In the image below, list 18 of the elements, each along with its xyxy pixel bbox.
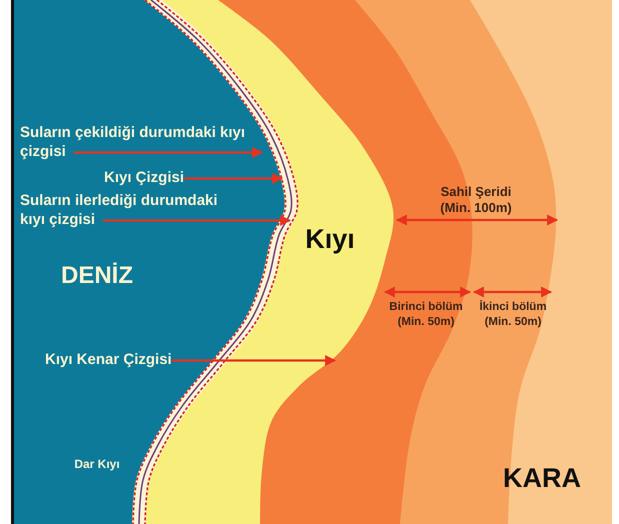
callout-text: Kıyı Çizgisi — [104, 168, 184, 187]
region-label: KARA — [503, 463, 581, 494]
arrow — [184, 173, 284, 184]
callout-text: Kıyı Kenar Çizgisi — [45, 350, 172, 369]
arrow — [103, 215, 292, 226]
arrow — [172, 355, 336, 366]
measurement-label: (Min. 50m) — [484, 316, 542, 328]
callout-text: Suların ilerlediği durumdaki kıyı çizgisi — [20, 191, 246, 229]
measurement-label: (Min. 50m) — [398, 316, 454, 328]
zone-label: İkinci bölüm — [479, 301, 547, 313]
zone-label: Sahil Şeridi — [440, 184, 512, 199]
arrow — [74, 147, 264, 158]
callout-text: Suların çekildiği durumdaki kıyı çizgisi — [20, 123, 246, 161]
measurement-label: (Min. 100m) — [440, 200, 512, 215]
region-label: Kıyı — [305, 224, 355, 255]
sea-label: DENİZ — [61, 262, 133, 290]
zone-label: Birinci bölüm — [389, 301, 463, 313]
region-label: Dar Kıyı — [74, 457, 120, 471]
